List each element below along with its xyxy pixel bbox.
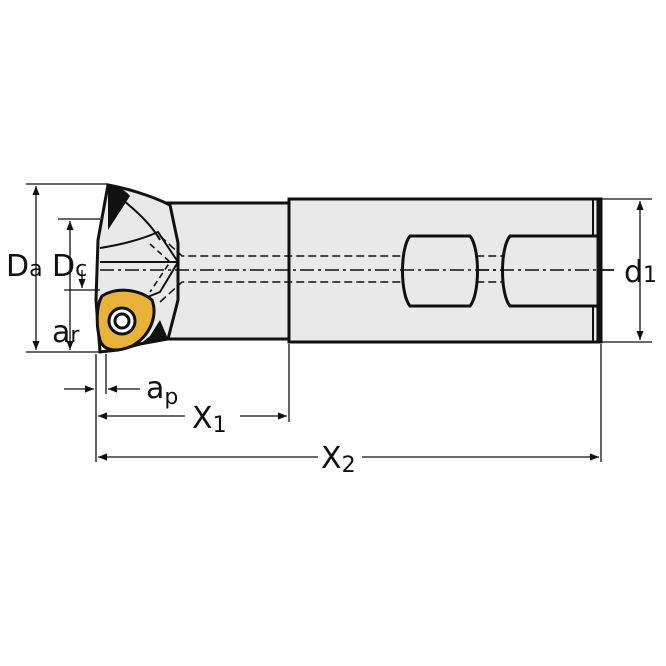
weldon-flat-2 xyxy=(501,234,600,308)
coolant-channel-left xyxy=(149,243,172,293)
ar-label: ar xyxy=(52,315,80,350)
X1-label: X1 xyxy=(192,401,227,438)
Da-label: Da xyxy=(6,249,43,284)
tool-neck xyxy=(160,201,291,341)
flute-curve-lower xyxy=(99,230,179,263)
insert-screw-inner xyxy=(113,312,131,330)
X2-label: X2 xyxy=(321,441,356,478)
head-edge-top xyxy=(108,185,130,230)
Dc-label: Dc xyxy=(52,249,87,284)
flute-curve-mid xyxy=(100,261,180,301)
head-edge-bottom xyxy=(140,320,168,344)
ap-label: ap xyxy=(146,371,178,410)
d1-label: d1 xyxy=(624,255,657,290)
weldon-flat-1 xyxy=(401,234,479,308)
